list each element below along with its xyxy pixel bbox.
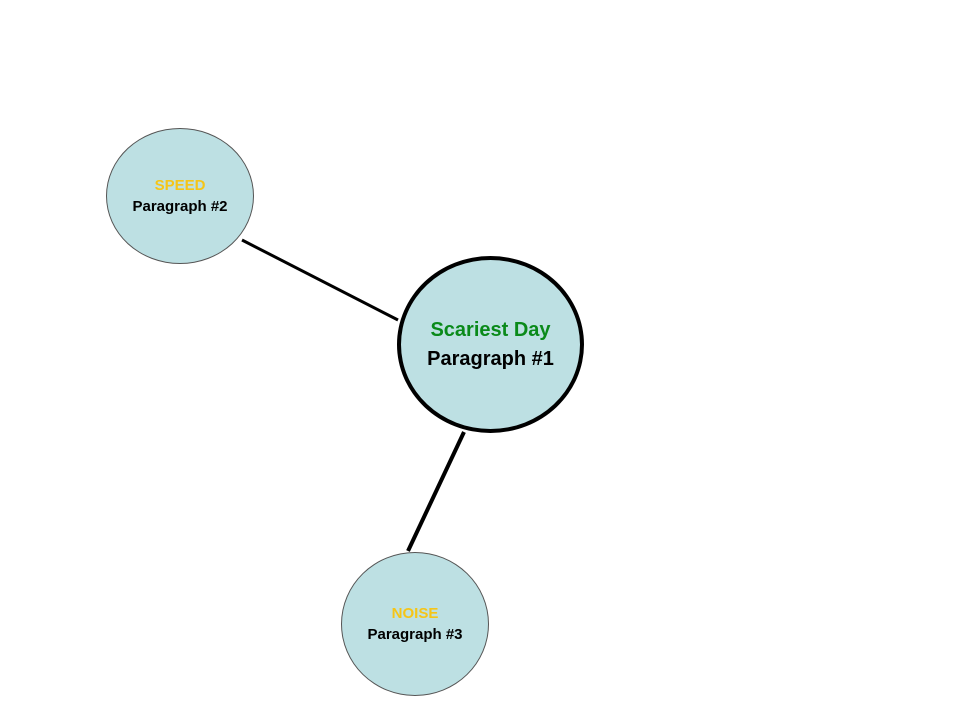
connector-speed-to-center xyxy=(241,238,399,322)
node-center-title: Scariest Day xyxy=(430,318,551,341)
node-center-subtitle: Paragraph #1 xyxy=(427,347,554,370)
connector-center-to-noise xyxy=(406,431,466,552)
node-speed[interactable]: SPEED Paragraph #2 xyxy=(106,128,254,264)
node-center[interactable]: Scariest Day Paragraph #1 xyxy=(397,256,584,433)
node-noise-title: NOISE xyxy=(391,605,439,622)
node-speed-title: SPEED xyxy=(154,177,206,194)
node-speed-subtitle: Paragraph #2 xyxy=(132,198,228,215)
node-noise-subtitle: Paragraph #3 xyxy=(367,626,463,643)
node-noise[interactable]: NOISE Paragraph #3 xyxy=(341,552,489,696)
